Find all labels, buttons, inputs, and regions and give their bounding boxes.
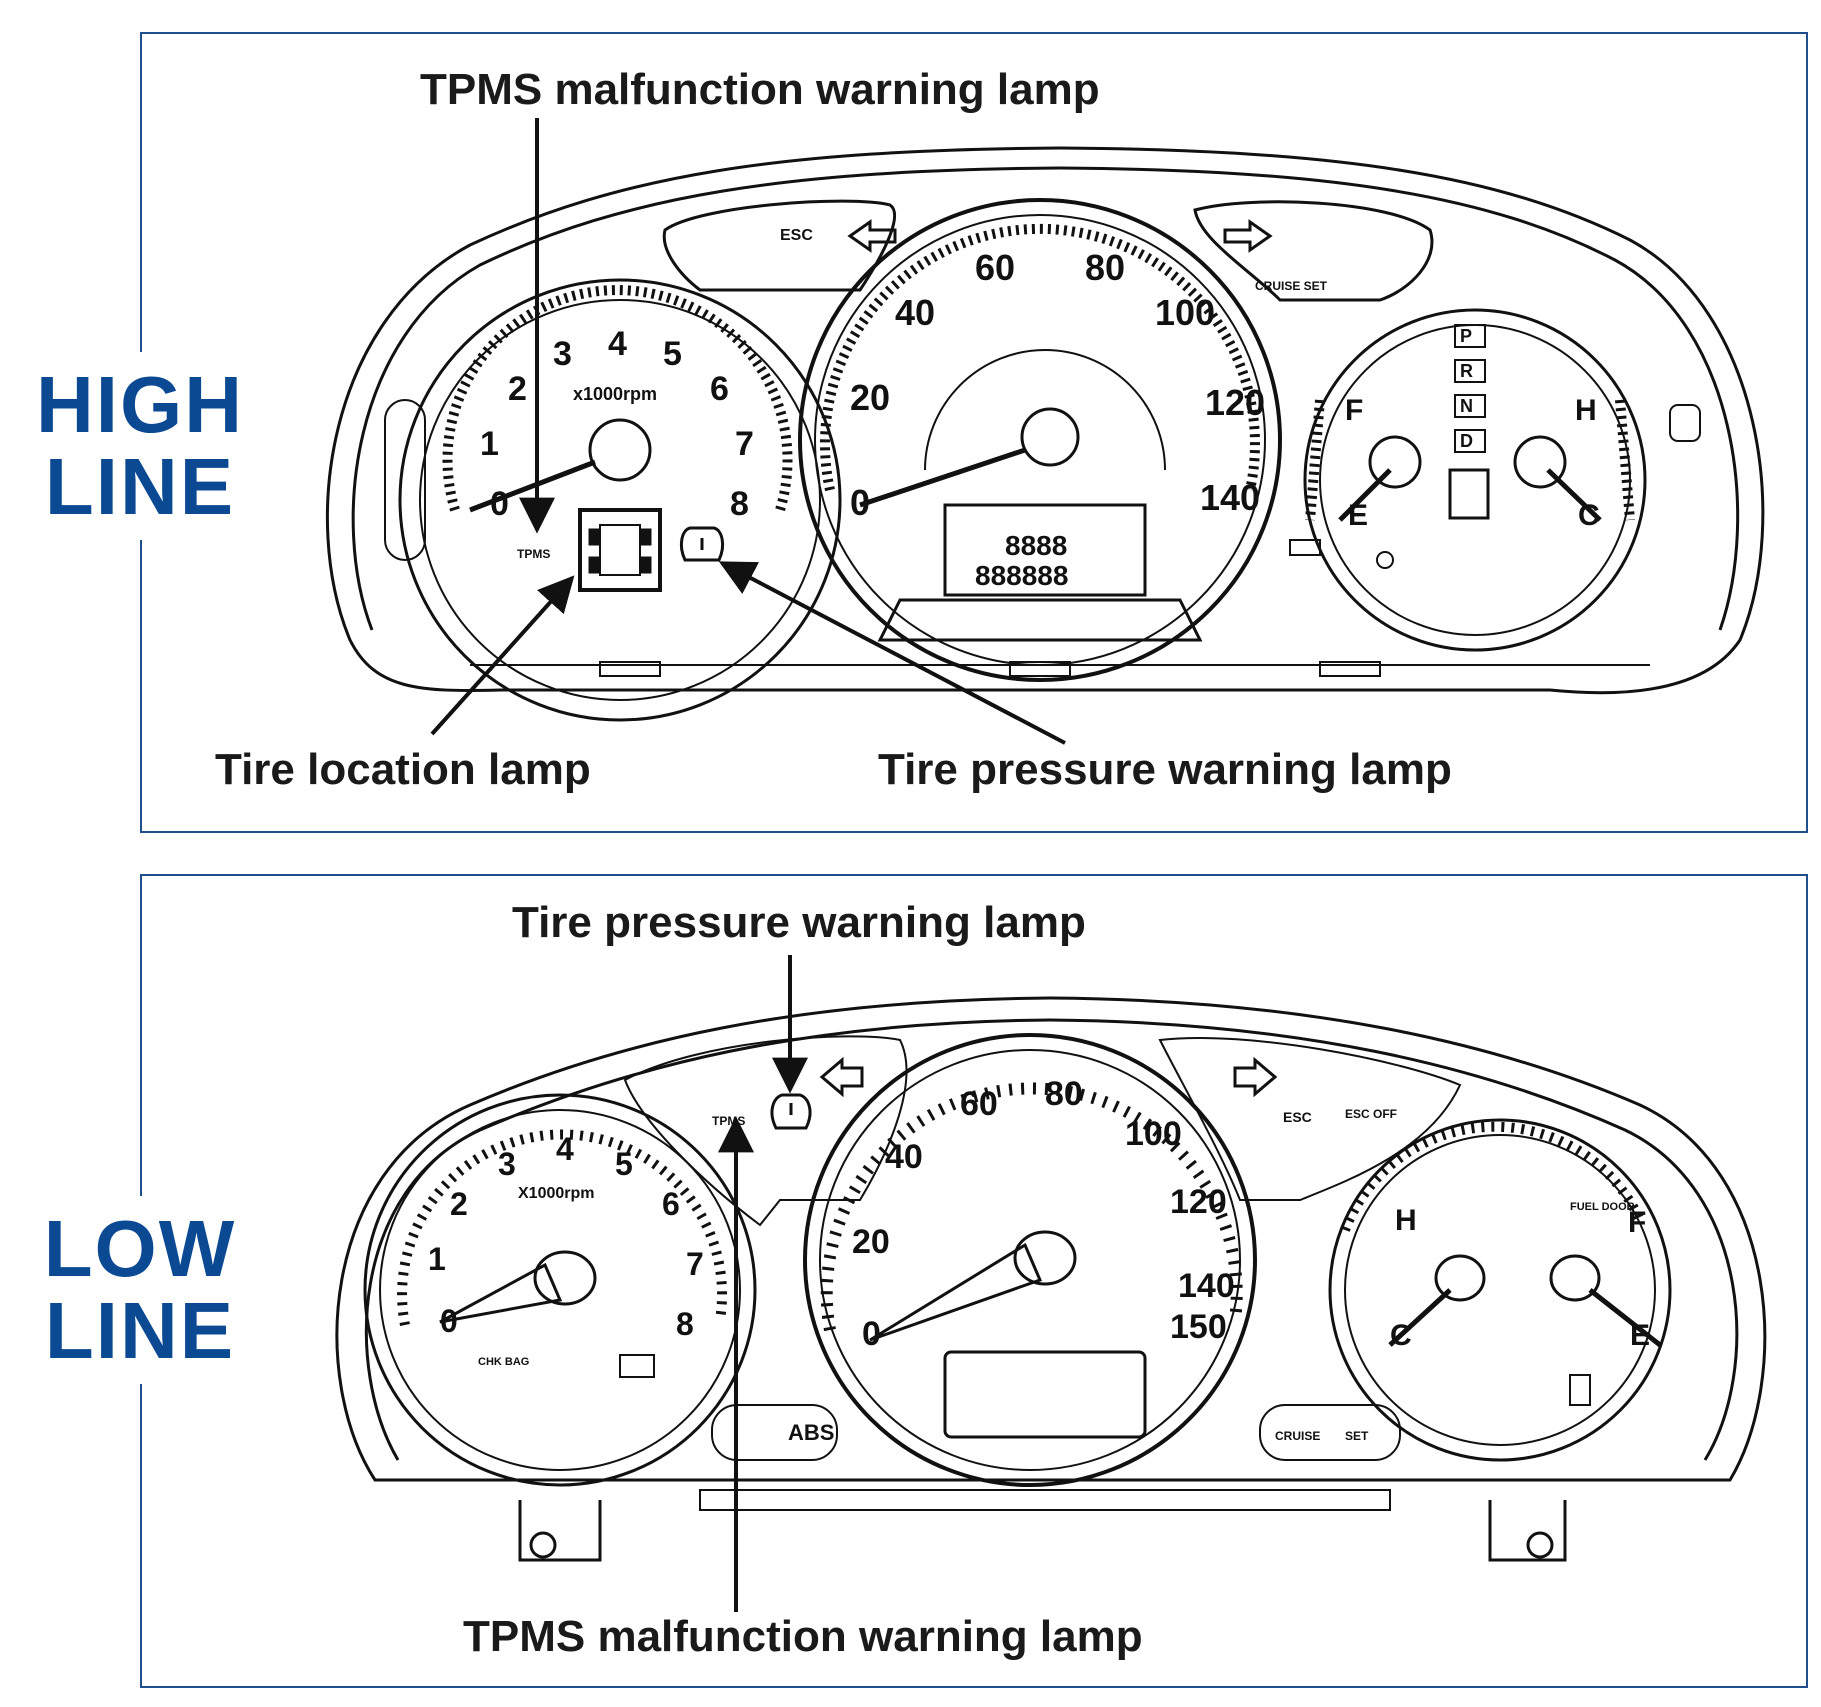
- ll-abs-lamp-text: ABS: [788, 1420, 834, 1445]
- hl-tach-tick-0: 0: [490, 485, 509, 523]
- low-line-callout-arrows: [718, 955, 808, 1612]
- hl-speedo-tick-140: 140: [1200, 477, 1260, 518]
- ll-tach-tick-2: 2: [450, 1186, 468, 1222]
- ll-speedo-tick-100: 100: [1125, 1115, 1182, 1153]
- hl-esc-lamp-text: ESC: [780, 227, 813, 244]
- ll-tach-unit: X1000rpm: [518, 1185, 595, 1202]
- ll-esc-off-lamp-text: ESC OFF: [1345, 1107, 1397, 1121]
- high-line-panel: [140, 32, 1808, 833]
- hl-lcd-digits-2: 888888: [975, 560, 1068, 591]
- hl-tach-tick-7: 7: [735, 425, 754, 463]
- ll-tach-tick-8: 8: [676, 1306, 694, 1342]
- ll-airbag-lamp-text: CHK BAG: [478, 1356, 529, 1368]
- hl-tach-tick-6: 6: [710, 370, 729, 408]
- ll-fuel-full: F: [1628, 1206, 1646, 1239]
- hl-temp-cold: C: [1578, 499, 1600, 532]
- ll-tach-tick-7: 7: [686, 1246, 704, 1282]
- ll-tach-tick-5: 5: [615, 1146, 633, 1182]
- hl-lcd-digits-1: 8888: [1005, 530, 1067, 561]
- hl-speedo-tick-80: 80: [1085, 247, 1125, 288]
- ll-tpms-malfunction-callout: TPMS malfunction warning lamp: [463, 1612, 1143, 1661]
- hl-tire-location-arrow: [430, 575, 575, 736]
- low-line-label-line1: LOW: [43, 1204, 237, 1293]
- hl-cruise-lamp-text: CRUISE SET: [1255, 279, 1328, 293]
- ll-tach-tick-4: 4: [556, 1131, 574, 1167]
- hl-tach-tick-2: 2: [508, 370, 527, 408]
- hl-speedo-tick-100: 100: [1155, 292, 1215, 333]
- hl-temp-hot: H: [1575, 394, 1597, 427]
- hl-gear-d: D: [1460, 431, 1473, 451]
- ll-speedo-tick-80: 80: [1045, 1075, 1083, 1113]
- hl-gear-p: P: [1460, 326, 1472, 346]
- ll-speedo-tick-0: 0: [862, 1315, 881, 1353]
- ll-set-lamp-text: SET: [1345, 1429, 1369, 1443]
- high-line-label-line2: LINE: [44, 442, 236, 531]
- hl-speedo-tick-20: 20: [850, 377, 890, 418]
- high-line-label: HIGH LINE: [10, 352, 270, 540]
- hl-tire-location-callout: Tire location lamp: [215, 745, 591, 794]
- ll-speedo-tick-120: 120: [1170, 1183, 1227, 1221]
- low-line-label: LOW LINE: [10, 1196, 270, 1384]
- ll-cruise-lamp-text: CRUISE: [1275, 1429, 1320, 1443]
- hl-gear-n: N: [1460, 396, 1473, 416]
- hl-tpms-malfunction-callout: TPMS malfunction warning lamp: [420, 65, 1100, 114]
- hl-speedo-tick-40: 40: [895, 292, 935, 333]
- hl-fuel-empty: E: [1348, 499, 1368, 532]
- ll-tach-tick-0: 0: [440, 1303, 458, 1339]
- ll-tach-tick-6: 6: [662, 1186, 680, 1222]
- hl-tach-tick-5: 5: [663, 335, 682, 373]
- ll-fuel-empty: E: [1630, 1319, 1650, 1352]
- ll-temp-hot: H: [1395, 1204, 1417, 1237]
- hl-tach-tick-1: 1: [480, 425, 499, 463]
- hl-speedo-tick-60: 60: [975, 247, 1015, 288]
- high-line-callout-arrows: [430, 118, 1066, 745]
- hl-speedo-tick-120: 120: [1205, 382, 1265, 423]
- ll-speedo-tick-20: 20: [852, 1223, 890, 1261]
- ll-tach-tick-1: 1: [428, 1241, 446, 1277]
- hl-tach-tick-3: 3: [553, 335, 572, 373]
- hl-tach-tick-8: 8: [730, 485, 749, 523]
- ll-speedo-tick-140: 140: [1178, 1267, 1235, 1305]
- hl-tire-pressure-arrow: [718, 561, 1066, 745]
- ll-fuel-door-text: FUEL DOOR: [1570, 1201, 1635, 1213]
- ll-speedo-tick-40: 40: [885, 1138, 923, 1176]
- ll-tire-pressure-callout: Tire pressure warning lamp: [512, 898, 1086, 947]
- ll-speedo-tick-60: 60: [960, 1085, 998, 1123]
- low-line-cluster: [335, 996, 1767, 1562]
- low-line-label-line2: LINE: [44, 1286, 236, 1375]
- ll-tpms-lamp-text: TPMS: [712, 1114, 745, 1128]
- hl-tach-tick-4: 4: [608, 325, 627, 363]
- high-line-label-line1: HIGH: [36, 360, 244, 449]
- ll-temp-cold: C: [1390, 1319, 1412, 1352]
- high-line-cluster: [325, 146, 1765, 722]
- ll-esc-lamp-text: ESC: [1283, 1109, 1312, 1125]
- ll-speedo-tick-150: 150: [1170, 1308, 1227, 1346]
- hl-gear-r: R: [1460, 361, 1473, 381]
- hl-tpms-lamp-text: TPMS: [517, 547, 550, 561]
- hl-tach-unit: x1000rpm: [573, 384, 657, 404]
- ll-tach-tick-3: 3: [498, 1146, 516, 1182]
- hl-fuel-full: F: [1345, 394, 1363, 427]
- hl-tire-pressure-callout: Tire pressure warning lamp: [878, 745, 1452, 794]
- hl-speedo-tick-0: 0: [850, 482, 870, 523]
